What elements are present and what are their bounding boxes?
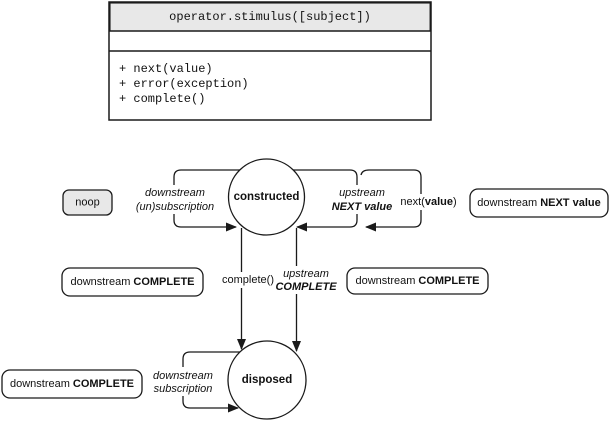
- label-complete-call: complete(): [216, 272, 279, 288]
- label-part: ): [453, 196, 457, 208]
- label-line: next(value): [400, 196, 456, 208]
- label-line: downstream: [153, 370, 213, 382]
- label-line: subscription: [154, 383, 213, 395]
- label-part: downstream: [355, 275, 415, 287]
- label-line: (un)subscription: [136, 201, 214, 213]
- label-upstream-next-value: upstream NEXT value: [332, 185, 393, 214]
- noop-box-label: noop: [75, 197, 99, 209]
- label-line: upstream: [283, 268, 329, 280]
- event-box-outline: [1, 369, 143, 399]
- label-part: NEXT value: [540, 197, 601, 209]
- label-part: COMPLETE: [73, 378, 134, 390]
- state-disposed-label: disposed: [242, 374, 292, 386]
- class-box-method: + complete(): [119, 92, 205, 106]
- label-mask: [398, 194, 459, 210]
- state-constructed-circle: [227, 158, 306, 236]
- label-part: downstream: [10, 378, 70, 390]
- label-line: COMPLETE: [275, 281, 337, 293]
- state-constructed: constructed: [227, 158, 306, 236]
- label-downstream-unsubscription: downstream (un)subscription: [136, 185, 215, 214]
- label-part: COMPLETE: [133, 276, 194, 288]
- label-part: COMPLETE: [418, 275, 479, 287]
- class-box-header: [109, 2, 432, 32]
- label-part: downstream: [70, 276, 130, 288]
- label-part: next(: [400, 196, 425, 208]
- class-box-title: operator.stimulus([subject]): [169, 10, 371, 24]
- label-mask: [333, 185, 392, 214]
- label-part: downstream: [477, 197, 537, 209]
- class-box: operator.stimulus([subject]) + next(valu…: [108, 1, 432, 121]
- label-line: NEXT value: [332, 201, 393, 213]
- label-line: upstream: [339, 187, 385, 199]
- label-mask: [275, 266, 337, 294]
- event-box-outline: [469, 188, 609, 218]
- label-line: complete(): [222, 274, 274, 286]
- label-next-call: next(value): [398, 194, 459, 210]
- noop-box-outline: [62, 189, 113, 216]
- event-box-outline: [346, 267, 489, 295]
- label-upstream-complete: upstream COMPLETE: [275, 266, 337, 294]
- state-disposed-circle: [227, 340, 307, 420]
- class-box-method: + error(exception): [119, 77, 249, 91]
- label-part: value: [425, 196, 453, 208]
- label-mask: [136, 185, 215, 214]
- label-downstream-subscription: downstream subscription: [149, 367, 217, 396]
- noop-box: noop: [62, 189, 113, 216]
- class-box-method: + next(value): [119, 62, 213, 76]
- label-line: downstream: [145, 187, 205, 199]
- state-constructed-label: constructed: [234, 191, 300, 203]
- state-disposed: disposed: [227, 340, 307, 420]
- label-mask: [216, 272, 279, 288]
- edge-next-value-call: [360, 169, 422, 232]
- event-box-outline: [61, 267, 204, 297]
- label-mask: [149, 367, 217, 396]
